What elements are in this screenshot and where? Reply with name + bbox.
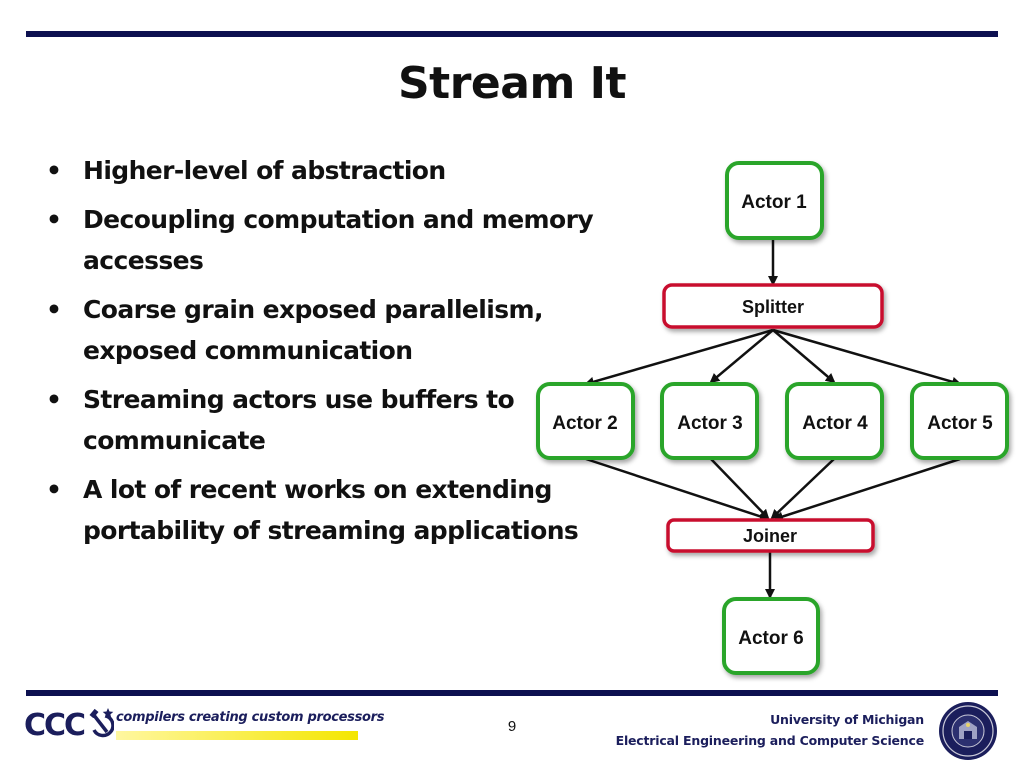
bullet-item: Decoupling computation and memory access… — [44, 199, 604, 281]
node-label: Actor 5 — [927, 413, 993, 434]
edge-actor4-joiner — [770, 458, 835, 520]
bullet-item: Higher-level of abstraction — [44, 150, 604, 191]
node-label: Actor 6 — [738, 628, 803, 649]
top-rule — [26, 31, 998, 37]
edge-actor5-joiner — [773, 457, 961, 522]
edge-splitter-actor5 — [772, 328, 962, 387]
node-actor-4: Actor 4 — [785, 382, 884, 460]
logo-text: CCC — [24, 708, 85, 740]
institution-name: University of Michigan — [770, 712, 924, 727]
edges — [584, 240, 962, 599]
node-label: Actor 4 — [802, 413, 868, 434]
edge-splitter-actor3 — [709, 329, 774, 384]
splitter-bar: Splitter — [662, 283, 884, 329]
stream-graph-diagram: Actor 1 Splitter Actor 2 Actor 3 Actor 4… — [536, 161, 1009, 675]
node-actor-2: Actor 2 — [536, 382, 635, 460]
edge-splitter-actor4 — [772, 329, 836, 384]
node-actor-5: Actor 5 — [910, 382, 1009, 460]
department-name: Electrical Engineering and Computer Scie… — [615, 733, 925, 748]
ccc-logo: CCC — [24, 708, 114, 740]
node-actor-3: Actor 3 — [660, 382, 759, 460]
node-label: Actor 3 — [677, 413, 742, 434]
joiner-bar: Joiner — [666, 518, 875, 553]
joiner-label: Joiner — [743, 526, 797, 546]
node-label: Actor 1 — [741, 192, 807, 213]
tagline-underline — [116, 731, 358, 740]
hammer-sickle-icon — [89, 708, 114, 738]
bottom-rule — [26, 690, 998, 696]
node-label: Actor 2 — [552, 413, 617, 434]
edge-actor2-joiner — [585, 457, 770, 522]
footer-tagline: compilers creating custom processors — [116, 710, 385, 725]
node-actor-1: Actor 1 — [725, 161, 824, 240]
institution-block: University of Michigan Electrical Engine… — [615, 709, 925, 751]
node-actor-6: Actor 6 — [722, 597, 820, 675]
university-seal-icon — [939, 702, 997, 760]
slide-title: Stream It — [397, 58, 627, 109]
bullet-list: Higher-level of abstraction Decoupling c… — [44, 150, 604, 559]
bullet-item: Streaming actors use buffers to communic… — [44, 379, 604, 461]
edge-actor3-joiner — [710, 458, 770, 520]
splitter-label: Splitter — [742, 297, 804, 317]
edge-splitter-actor2 — [584, 328, 774, 387]
bullet-item: A lot of recent works on extending porta… — [44, 469, 604, 551]
page-number: 9 — [507, 718, 517, 735]
bullet-item: Coarse grain exposed parallelism, expose… — [44, 289, 604, 371]
